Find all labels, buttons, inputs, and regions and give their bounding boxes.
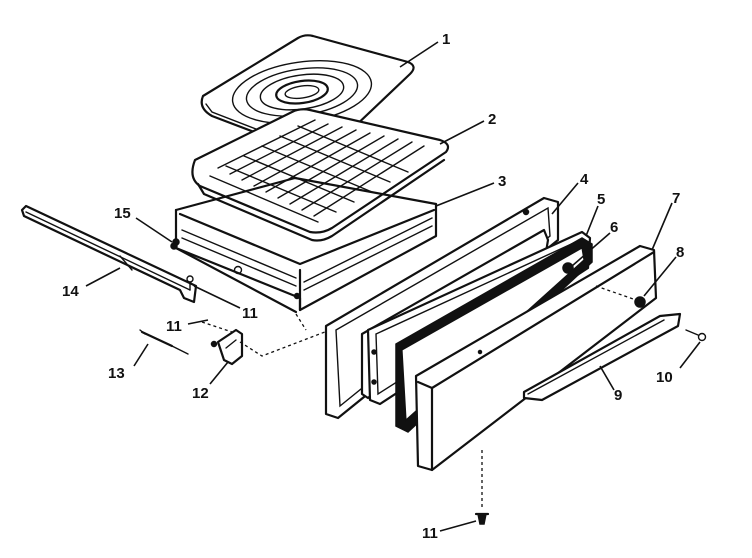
leader-lines [85,41,701,532]
part-15-screw [170,242,178,250]
callout-9: 9 [614,387,622,404]
part-2-broiler-pan [191,108,450,242]
callout-12: 12 [192,385,209,402]
callout-13: 13 [108,365,125,382]
callout-2: 2 [488,111,496,128]
callout-5: 5 [597,191,605,208]
part-11-screw-upper [186,275,194,291]
part-3-drawer-body [172,176,438,314]
part-10-screw [685,329,707,342]
part-11-screw-lower [474,450,490,525]
part-12-bracket [210,328,244,366]
callout-7: 7 [672,190,680,207]
callout-4: 4 [580,171,589,188]
callout-6: 6 [610,219,618,236]
callout-3: 3 [498,173,506,190]
callout-15: 15 [114,205,131,222]
part-7-door-panel [414,244,658,472]
callout-10: 10 [656,369,673,386]
part-14-drawer-rail [20,204,198,304]
callout-11-upper: 11 [242,305,258,322]
callout-8: 8 [676,244,684,261]
part-13-pin [139,329,189,355]
callout-14: 14 [62,283,79,300]
callout-11-lower: 11 [422,525,438,542]
part-8-plug [634,296,646,308]
callout-11-left: 11 [166,318,182,335]
callout-1: 1 [442,31,450,48]
callout-labels: 1 2 3 4 5 6 7 8 9 10 11 11 11 12 13 14 1… [62,31,684,542]
part-9-door-handle [522,312,682,402]
